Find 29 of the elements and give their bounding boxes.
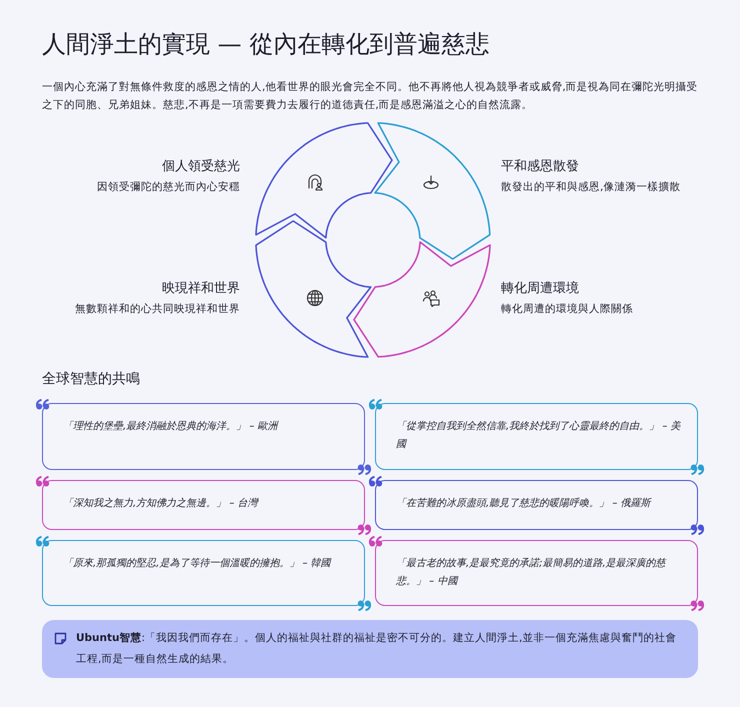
- quote-text: 「原來,那孤獨的堅忍,是為了等待一個溫暖的擁抱。」 – 韓國: [63, 556, 332, 571]
- quote-text: 「理性的堡壘,最終消融於恩典的海洋。」 – 歐洲: [63, 420, 280, 434]
- cycle-segment: [255, 122, 394, 239]
- cycle-segment: [255, 220, 372, 358]
- note-text: Ubuntu智慧:「我因我們而存在」。個人的福祉與社群的福祉是密不可分的。建立人間淨土,並非一個充滿焦慮與奮鬥的社會工程,而是一種自然生成的結果。: [76, 631, 678, 667]
- cycle-segment: [374, 122, 491, 260]
- step-description: 因領受彌陀的慈光而內心安穩: [97, 180, 240, 194]
- quote-card: [42, 540, 365, 606]
- quote-card: [42, 480, 365, 530]
- step-heading: 個人領受慈光: [162, 158, 240, 175]
- quote-card: [375, 540, 698, 606]
- step-heading: 轉化周遭環境: [501, 280, 579, 297]
- quote-card: [375, 403, 698, 470]
- step-heading: 映現祥和世界: [162, 280, 240, 297]
- step-description: 無數顆祥和的心共同映現祥和世界: [75, 302, 240, 316]
- intro-paragraph: 一個內心充滿了對無條件救度的感恩之情的人,他看世界的眼光會完全不同。他不再將他人視為競爭者或威脅,而是視為同在彌陀光明攝受之下的同胞、兄弟姐妹。慈悲,不再是一項需要費力去履行的道德責任,而是感恩滿溢之心的自然流露。: [42, 80, 699, 113]
- quote-card: [375, 480, 698, 530]
- note-box: [42, 620, 698, 678]
- quote-text: 「在苦難的冰原盡頭,聽見了慈悲的暖陽呼喚。」 – 俄羅斯: [396, 496, 652, 511]
- step-description: 轉化周遭的環境與人際關係: [501, 302, 633, 316]
- section-heading: 全球智慧的共鳴: [42, 370, 140, 388]
- title: 人間淨土的實現 — 從內在轉化到普遍慈悲: [42, 29, 490, 60]
- step-description: 散發出的平和與感恩,像漣漪一樣擴散: [501, 180, 680, 194]
- cycle-segment: [352, 241, 491, 358]
- quote-text: 「最古老的故事,是最究竟的承諾;最簡易的道路,是最深廣的慈悲。」 – 中國: [396, 556, 668, 589]
- step-heading: 平和感恩散發: [501, 158, 579, 175]
- quote-text: 「深知我之無力,方知佛力之無邊。」 – 台灣: [63, 496, 260, 511]
- quote-card: [42, 403, 365, 470]
- quote-text: 「從掌控自我到全然信靠,我終於找到了心靈最終的自由。」 – 美國: [396, 420, 682, 452]
